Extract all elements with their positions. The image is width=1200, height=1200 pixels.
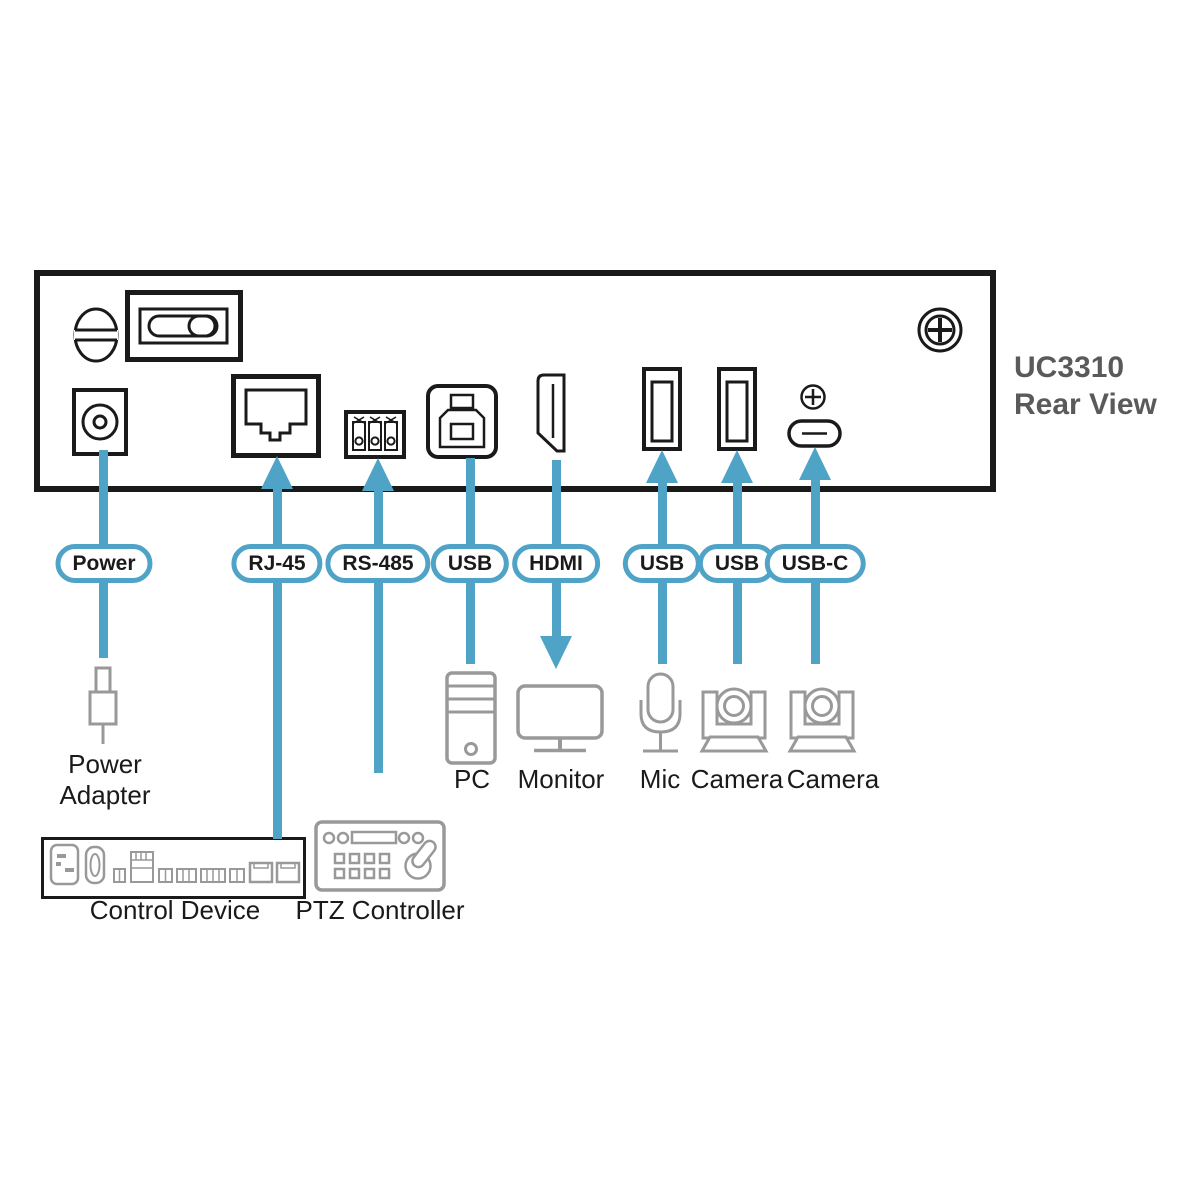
usb-c-port [787,419,842,448]
rj45-up-arrow-icon [261,456,293,489]
camera-icon-1 [695,686,773,756]
panel-screw-icon [916,306,964,354]
pc-label: PC [453,764,491,794]
mic-icon [638,670,684,756]
ptz-controller-icon [314,820,446,892]
monitor-label: Monitor [517,764,605,794]
flathead-screw-icon [73,307,119,363]
control-device-label: Control Device [89,895,261,925]
hdmi-down-arrow-icon [540,636,572,669]
hdmi-port [535,372,567,454]
monitor-icon [516,684,606,754]
port-label-usb-a-1: USB [622,544,702,583]
port-label-hdmi: HDMI [512,544,600,583]
port-label-usb-a-2: USB [697,544,777,583]
camera-1-label: Camera [690,764,784,794]
rs485-up-arrow-icon [362,458,394,491]
usb-a-2-up-arrow-icon [721,450,753,483]
rj45-cable-line [272,487,282,839]
port-label-rs485: RS-485 [325,544,431,583]
control-device-icon [41,837,306,899]
rs485-terminal-port [344,410,406,459]
camera-icon-2 [783,686,861,756]
usb-c-up-arrow-icon [799,447,831,480]
mic-label: Mic [639,764,681,794]
phillips-screw-icon [799,383,827,411]
title-model: UC3310 [1014,351,1125,384]
title-view: Rear View [1014,388,1157,421]
camera-2-label: Camera [786,764,880,794]
power-adapter-icon [84,666,122,746]
usb-a-port-2 [717,367,757,451]
ptz-controller-label: PTZ Controller [295,895,465,925]
rs485-cable-line [373,489,383,773]
port-label-usb-b: USB [430,544,510,583]
rj45-port [231,374,321,458]
dc-power-jack-port [72,388,128,456]
power-switch-port [125,290,243,362]
page-title: UC3310 Rear View [1014,349,1157,423]
usb-a-1-up-arrow-icon [646,450,678,483]
port-label-usb-c: USB-C [764,544,866,583]
port-label-power: Power [55,544,153,583]
port-label-rj45: RJ-45 [231,544,323,583]
usb-a-port-1 [642,367,682,451]
pc-icon [445,671,497,765]
power-adapter-label: Power Adapter [59,749,151,810]
usb-b-port [426,384,498,459]
